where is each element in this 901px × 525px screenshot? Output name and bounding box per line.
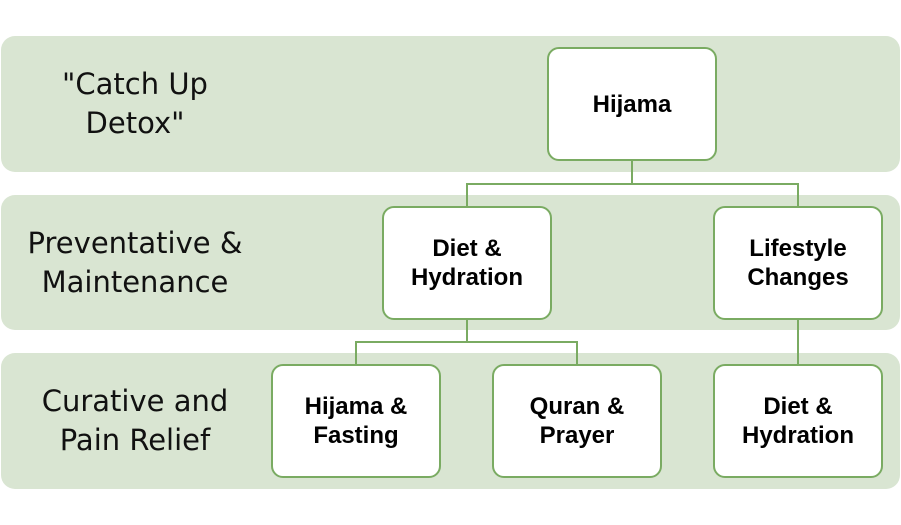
node-hijama-fasting: Hijama & Fasting [271, 364, 441, 478]
connector-diet-to-quran-prayer [467, 341, 578, 365]
band-label-catch-up-detox: "Catch Up Detox" [62, 67, 208, 140]
node-hijama: Hijama [547, 47, 717, 161]
node-quran-prayer: Quran & Prayer [492, 364, 662, 478]
band-label-curative-pain-relief: Curative and Pain Relief [41, 384, 229, 457]
band-label-preventative-maintenance: Preventative & Maintenance [27, 225, 243, 299]
connector-root-to-diet [466, 161, 633, 207]
node-lifestyle-changes: Lifestyle Changes [713, 206, 883, 320]
connector-root-to-lifestyle [632, 183, 799, 207]
connector-diet-to-hijama-fasting [355, 319, 468, 365]
node-diet-hydration-mid: Diet & Hydration [382, 206, 552, 320]
band-catch-up-detox [1, 36, 900, 172]
node-diet-hydration-low: Diet & Hydration [713, 364, 883, 478]
